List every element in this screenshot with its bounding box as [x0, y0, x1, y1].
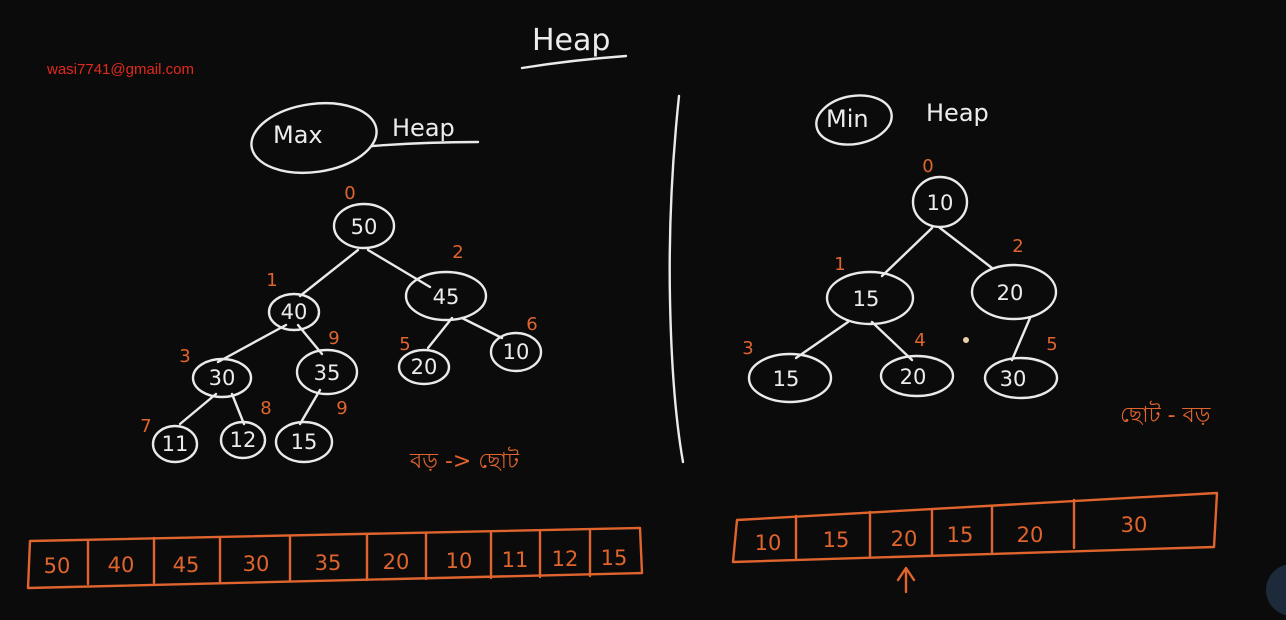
- max-node-index: 0: [344, 183, 355, 204]
- max-node-value: 30: [209, 366, 236, 390]
- max-node-index: 2: [452, 242, 463, 263]
- min-array-cell: 20: [1017, 523, 1044, 547]
- max-edge: [230, 392, 246, 426]
- min-node-value: 20: [900, 365, 927, 389]
- max-node-20: 20 5: [397, 334, 451, 386]
- max-node-value: 10: [503, 340, 530, 364]
- max-node-index: 8: [260, 398, 271, 419]
- max-array-box: [26, 526, 644, 590]
- max-array-cell: 12: [552, 547, 579, 571]
- min-heading-circled-word: Min: [826, 105, 869, 133]
- max-node-value: 50: [351, 215, 378, 239]
- max-node-40: 40 1: [266, 270, 321, 332]
- max-node-value: 11: [162, 432, 189, 456]
- max-node-15: 15 9: [274, 398, 348, 464]
- max-edge: [298, 388, 322, 426]
- max-array-cell: 50: [44, 554, 71, 578]
- min-array-cell: 10: [755, 531, 782, 555]
- max-node-value: 45: [433, 285, 460, 309]
- min-node-15: 15 1: [825, 254, 915, 326]
- presenter-avatar: [1266, 564, 1286, 616]
- min-edge: [794, 320, 850, 360]
- max-array-cells: 50 40 45 30 35 20 10 11 12 15: [44, 529, 628, 586]
- min-node-index: 2: [1012, 236, 1023, 257]
- max-node-value: 40: [281, 300, 308, 324]
- max-array-cell: 15: [601, 546, 628, 570]
- page-title: Heap: [532, 23, 610, 58]
- max-node-35: 35 9: [295, 328, 359, 396]
- max-heap-note: বড় -> ছোট: [409, 447, 520, 474]
- max-heading-underline: [370, 140, 480, 148]
- min-array-cell: 20: [891, 527, 918, 551]
- min-node-index: 5: [1046, 334, 1057, 355]
- min-node-index: 1: [834, 254, 845, 275]
- max-node-10: 10 6: [489, 314, 543, 373]
- max-node-value: 20: [411, 355, 438, 379]
- min-edge: [870, 320, 914, 362]
- min-heading-circle: [815, 94, 893, 146]
- min-node-30: 30 5: [983, 334, 1059, 400]
- min-node-10: 10 0: [911, 156, 969, 229]
- pen-cursor: [963, 337, 969, 343]
- max-node-11: 11 7: [140, 416, 199, 464]
- max-array-cell: 35: [315, 551, 342, 575]
- center-divider: [668, 94, 685, 464]
- title-underline: [520, 54, 628, 70]
- min-array-cell: 15: [823, 528, 850, 552]
- max-array-cell: 11: [502, 548, 529, 572]
- max-node-index: 6: [526, 314, 537, 335]
- max-node-45: 45 2: [404, 242, 488, 322]
- min-array-cell: 30: [1121, 513, 1148, 537]
- max-array-cell: 20: [383, 550, 410, 574]
- min-node-value: 30: [1000, 367, 1027, 391]
- max-node-12: 12 8: [219, 398, 272, 460]
- min-edge: [938, 226, 994, 270]
- min-node-value: 20: [997, 281, 1024, 305]
- max-node-index: 9: [336, 398, 347, 419]
- watermark-email: wasi7741@gmail.com: [46, 61, 194, 78]
- max-node-value: 35: [314, 361, 341, 385]
- max-node-index: 5: [399, 334, 410, 355]
- min-node-value: 15: [853, 287, 880, 311]
- min-node-20: 20 2: [970, 236, 1058, 321]
- max-node-index: 3: [179, 346, 190, 367]
- min-heading-word: Heap: [926, 99, 989, 127]
- min-heap-note: ছোট - বড়: [1120, 401, 1211, 428]
- max-node-index: 9: [328, 328, 339, 349]
- min-node-index: 0: [922, 156, 933, 177]
- max-node-index: 1: [266, 270, 277, 291]
- max-array-cell: 40: [108, 553, 135, 577]
- max-edge: [460, 316, 504, 340]
- max-array-cell: 30: [243, 552, 270, 576]
- max-node-30: 30 3: [179, 346, 253, 399]
- max-node-50: 50 0: [332, 183, 396, 250]
- min-node-value: 15: [773, 367, 800, 391]
- min-edge: [880, 226, 934, 278]
- max-edge: [426, 316, 454, 350]
- max-edge: [178, 392, 218, 426]
- max-node-index: 7: [140, 416, 151, 437]
- max-node-value: 15: [291, 430, 318, 454]
- max-heading-circled-word: Max: [273, 121, 323, 149]
- max-node-value: 12: [230, 428, 257, 452]
- min-node-index: 3: [742, 338, 753, 359]
- min-array-box: [731, 491, 1219, 564]
- min-edge: [1010, 316, 1032, 362]
- max-array-cell: 45: [173, 553, 200, 577]
- min-node-value: 10: [927, 191, 954, 215]
- max-heading-circle: [250, 102, 378, 174]
- min-node-20b: 20 4: [879, 330, 955, 398]
- max-edge: [366, 248, 432, 289]
- max-array-cell: 10: [446, 549, 473, 573]
- min-node-15b: 15 3: [742, 338, 833, 404]
- max-heading-word: Heap: [392, 114, 455, 142]
- min-array-cell: 15: [947, 523, 974, 547]
- min-array-cells: 10 15 20 15 20 30: [755, 498, 1148, 560]
- max-edge: [298, 248, 360, 298]
- max-edge: [216, 323, 288, 364]
- array-pointer-arrow: [896, 566, 916, 594]
- min-node-index: 4: [914, 330, 925, 351]
